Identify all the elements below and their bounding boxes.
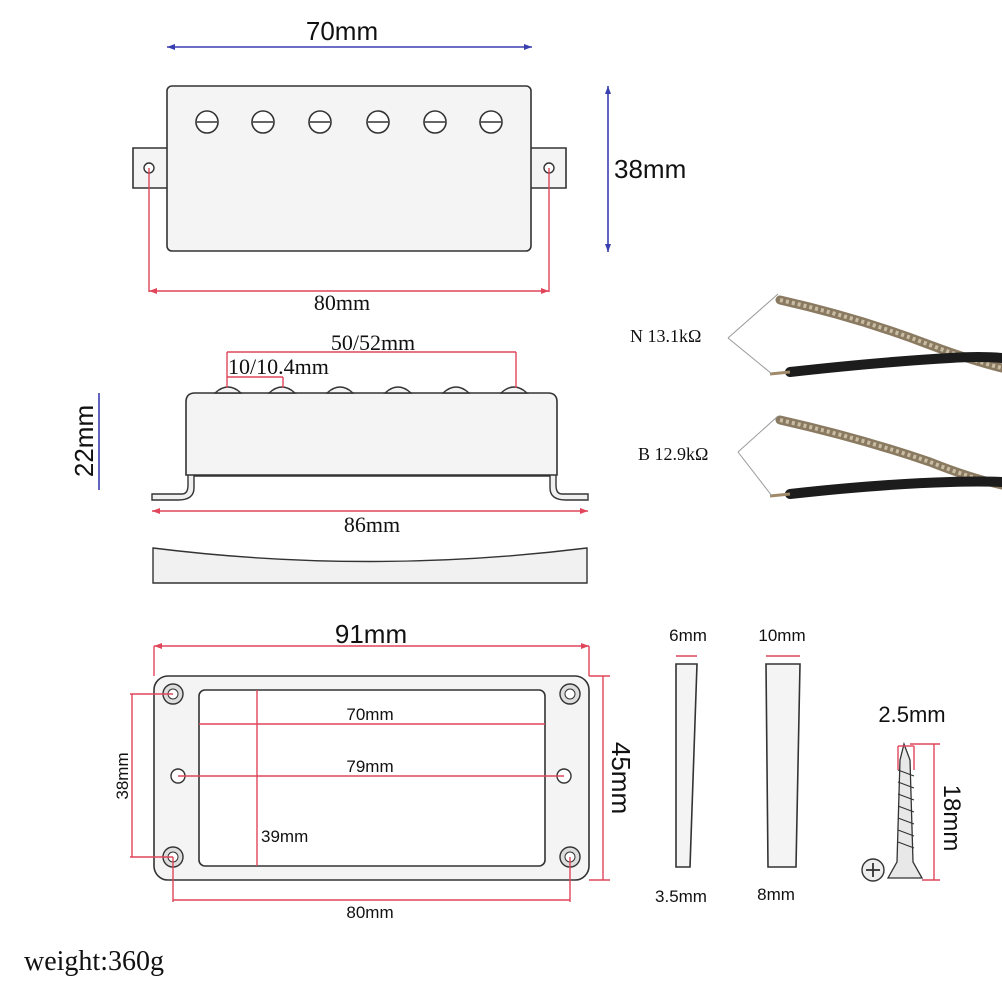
label-base-length: 86mm: [344, 512, 400, 537]
pickup-cover-side: [185, 392, 558, 476]
label-top-width: 70mm: [306, 16, 378, 46]
pole-screw: [479, 110, 503, 134]
pickup-top-view: 70mm 38mm 80mm: [132, 16, 686, 315]
ring-profile-high: 10mm 8mm: [757, 626, 806, 904]
curved-base-plate: [152, 547, 588, 584]
label-hole-span: 79mm: [346, 757, 393, 776]
label-neck-resistance: N 13.1kΩ: [630, 326, 701, 346]
label-pole-span: 50/52mm: [331, 330, 415, 355]
dim-arrow-left: [167, 44, 175, 50]
pole-screws-side: [213, 386, 529, 394]
label-profile-high-bottom: 8mm: [757, 885, 795, 904]
ring-inner-opening: [198, 689, 546, 867]
pole-screw-head: [213, 386, 243, 394]
label-inner-width: 70mm: [346, 705, 393, 724]
label-side-height: 22mm: [69, 405, 99, 477]
pole-screw: [423, 110, 447, 134]
label-screw-length: 18mm: [938, 785, 965, 852]
label-top-height: 38mm: [614, 154, 686, 184]
label-screw-diameter: 2.5mm: [878, 702, 945, 727]
label-ring-height: 45mm: [606, 742, 636, 814]
label-profile-low-top: 6mm: [669, 626, 707, 645]
label-hole-v-span: 38mm: [113, 752, 132, 799]
pole-screw-head: [499, 386, 529, 394]
neck-wire: N 13.1kΩ: [630, 293, 1002, 377]
label-weight: weight:360g: [24, 946, 164, 977]
pickup-cover-top: [166, 85, 532, 252]
label-mount-span: 80mm: [314, 290, 370, 315]
bridge-wire: B 12.9kΩ: [638, 415, 1002, 499]
pole-screw: [366, 110, 390, 134]
pole-screw-head: [383, 386, 413, 394]
label-profile-high-top: 10mm: [758, 626, 805, 645]
mounting-screw: 2.5mm 18mm: [861, 702, 965, 882]
label-ring-width: 91mm: [335, 619, 407, 649]
label-pole-spacing: 10/10.4mm: [228, 354, 329, 379]
pole-screw: [195, 110, 219, 134]
pole-screws-top: [195, 110, 503, 134]
dim-arrow-up: [605, 86, 611, 94]
pole-screw-head: [325, 386, 355, 394]
label-bridge-resistance: B 12.9kΩ: [638, 444, 708, 464]
pole-screw: [251, 110, 275, 134]
lead-wires: N 13.1kΩ B 12.9kΩ: [630, 293, 1002, 499]
pole-screw: [308, 110, 332, 134]
label-inner-height: 39mm: [261, 827, 308, 846]
label-bottom-span: 80mm: [346, 903, 393, 922]
dim-arrow-right: [524, 44, 532, 50]
label-profile-low-bottom: 3.5mm: [655, 887, 707, 906]
dim-arrow-down: [605, 244, 611, 252]
pole-screw-head: [441, 386, 471, 394]
screw-head-icon: [861, 858, 885, 882]
pole-screw-head: [267, 386, 297, 394]
ring-hole: [559, 683, 581, 705]
screw-body: [886, 741, 924, 879]
pickup-side-view: 50/52mm 10/10.4mm 22mm 86mm: [69, 330, 589, 537]
mounting-ring: 91mm 45mm 70mm 79mm 39mm 38mm 80mm: [113, 619, 636, 922]
ring-profile-low: 6mm 3.5mm: [655, 626, 707, 906]
